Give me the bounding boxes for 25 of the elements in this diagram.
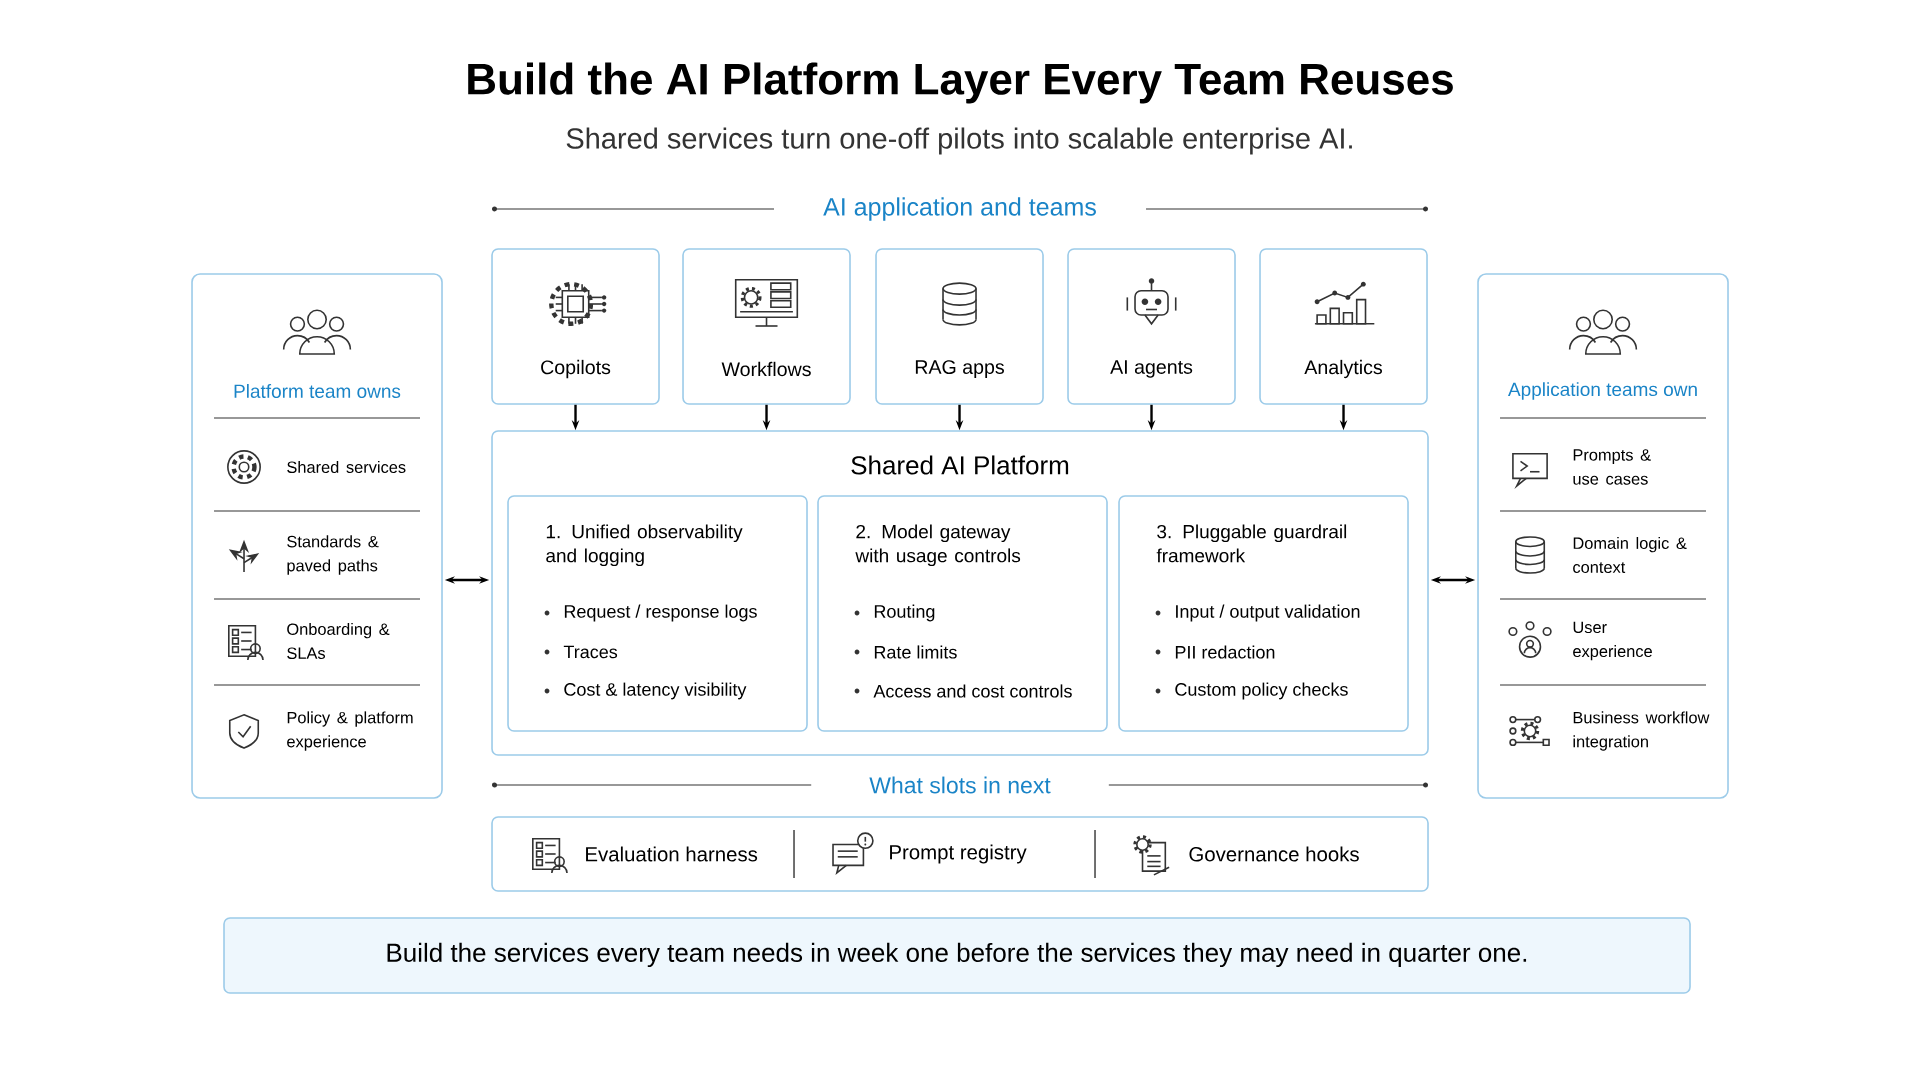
application-box: AI agents <box>1067 248 1236 405</box>
list-item: Business workflow integration <box>1573 711 1710 751</box>
list-item: Shared services <box>287 460 406 473</box>
section-heading: What slots in next <box>869 776 1051 794</box>
application-box: Copilots <box>491 248 660 405</box>
list-item: Policy & platform experience <box>287 711 413 751</box>
banner: Build the services every team needs in week one before the services they may need in quarter one. <box>223 917 1691 994</box>
list-item: User experience <box>1573 621 1652 661</box>
list-item: Prompts & use cases <box>1573 449 1651 485</box>
subtitle: Shared services turn one-off pilots into scalable enterprise AI. <box>566 127 1352 155</box>
application-box: Analytics <box>1259 248 1428 405</box>
strip-item: Evaluation harness <box>586 846 758 862</box>
component-box: 1. Unified observability and logging Request / response logs Traces Cost & latency visibility <box>507 495 808 732</box>
section-heading: AI application and teams <box>823 197 1096 221</box>
component-box: 3. Pluggable guardrail framework Input / output validation PII redaction Custom policy checks <box>1118 495 1409 732</box>
component-box: 2. Model gateway with usage controls Routing Rate limits Access and cost controls <box>817 495 1108 732</box>
list-item: Domain logic & context <box>1573 536 1687 573</box>
list-item: Onboarding & SLAs <box>287 622 390 659</box>
title: Build the AI Platform Layer Every Team Reuses <box>468 62 1453 104</box>
strip-item: Prompt registry <box>890 844 1027 864</box>
strip-item: Governance hooks <box>1189 846 1359 862</box>
application-box: RAG apps <box>875 248 1044 405</box>
list-item: Standards & paved paths <box>287 535 379 575</box>
strip-box <box>491 816 1429 892</box>
application-box: Workflows <box>682 248 851 405</box>
